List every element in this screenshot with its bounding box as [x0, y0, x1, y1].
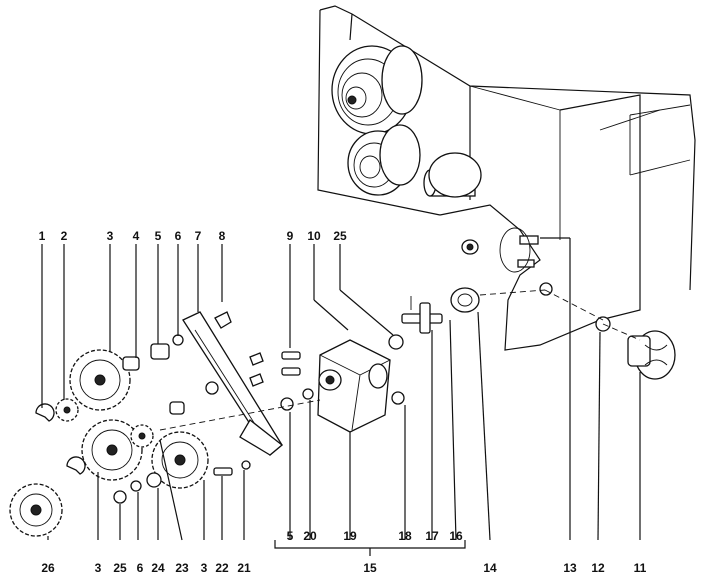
link-plate — [182, 311, 284, 456]
callout-1: 1 — [39, 229, 46, 243]
callout-22: 22 — [215, 561, 229, 575]
leader-lines — [41, 237, 641, 556]
small-gear-23 — [130, 424, 154, 448]
callout-6-top: 6 — [175, 229, 182, 243]
small-parts — [35, 311, 264, 504]
callout-4: 4 — [133, 229, 140, 243]
gear-1 — [69, 349, 131, 411]
callout-19: 19 — [343, 529, 357, 543]
callout-labels: 1 2 3 4 5 6 7 8 9 10 25 26 3 25 6 24 23 … — [39, 229, 647, 575]
callout-18: 18 — [398, 529, 412, 543]
callout-3-top: 3 — [107, 229, 114, 243]
callout-3-bottom-b: 3 — [201, 561, 208, 575]
callout-7: 7 — [195, 229, 202, 243]
callout-3-bottom-a: 3 — [95, 561, 102, 575]
shaft-assembly — [401, 287, 676, 380]
callout-23: 23 — [175, 561, 189, 575]
callout-14: 14 — [483, 561, 497, 575]
callout-9: 9 — [287, 229, 294, 243]
callout-2: 2 — [61, 229, 68, 243]
callout-25-top: 25 — [333, 229, 347, 243]
callout-12: 12 — [591, 561, 605, 575]
callout-5-top: 5 — [155, 229, 162, 243]
callout-5-bottom: 5 — [287, 529, 294, 543]
callout-16: 16 — [449, 529, 463, 543]
callout-11: 11 — [634, 561, 647, 575]
small-gear-2 — [55, 398, 79, 422]
callout-8: 8 — [219, 229, 226, 243]
machine-housing — [317, 5, 696, 351]
callout-17: 17 — [425, 529, 439, 543]
callout-6-bottom: 6 — [137, 561, 144, 575]
callout-10: 10 — [307, 229, 321, 243]
callout-25-bottom: 25 — [113, 561, 127, 575]
callout-24: 24 — [151, 561, 165, 575]
guide-lines — [159, 289, 641, 431]
callout-21: 21 — [237, 561, 251, 575]
gear-3 — [151, 431, 209, 489]
bracket-block — [280, 334, 405, 433]
gear-2 — [81, 419, 143, 481]
callout-13: 13 — [563, 561, 577, 575]
callout-20: 20 — [303, 529, 317, 543]
callout-26: 26 — [41, 561, 55, 575]
gear-26 — [9, 483, 63, 537]
callout-15: 15 — [363, 561, 377, 575]
